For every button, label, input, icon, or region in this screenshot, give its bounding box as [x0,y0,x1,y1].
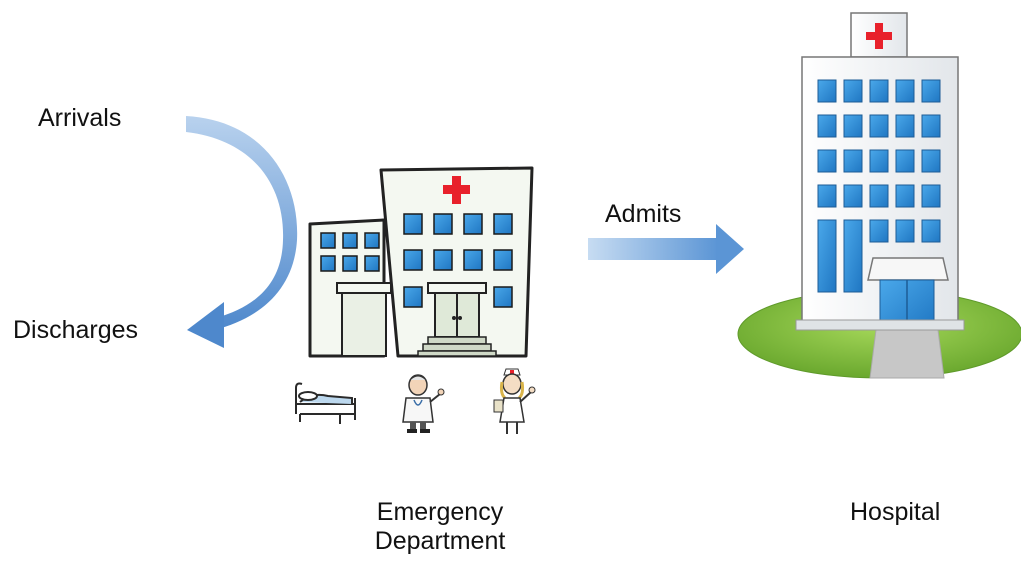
curved-arrow-icon [186,116,298,348]
discharges-label: Discharges [13,316,139,344]
doctor-icon [402,374,445,433]
hospital-bed-icon [295,382,356,424]
emergency-department-building-icon [308,166,534,358]
hospital-building-icon [737,12,1021,379]
emergency-department-label: Emergency Department [345,498,535,556]
right-arrow-icon [588,224,744,274]
arrivals-label: Arrivals [38,104,122,132]
emergency-department-label-line1: Emergency [376,498,504,526]
hospital-label: Hospital [850,498,941,526]
admits-label: Admits [605,200,682,228]
emergency-department-label-line2: Department [374,527,506,555]
nurse-icon [493,368,536,434]
